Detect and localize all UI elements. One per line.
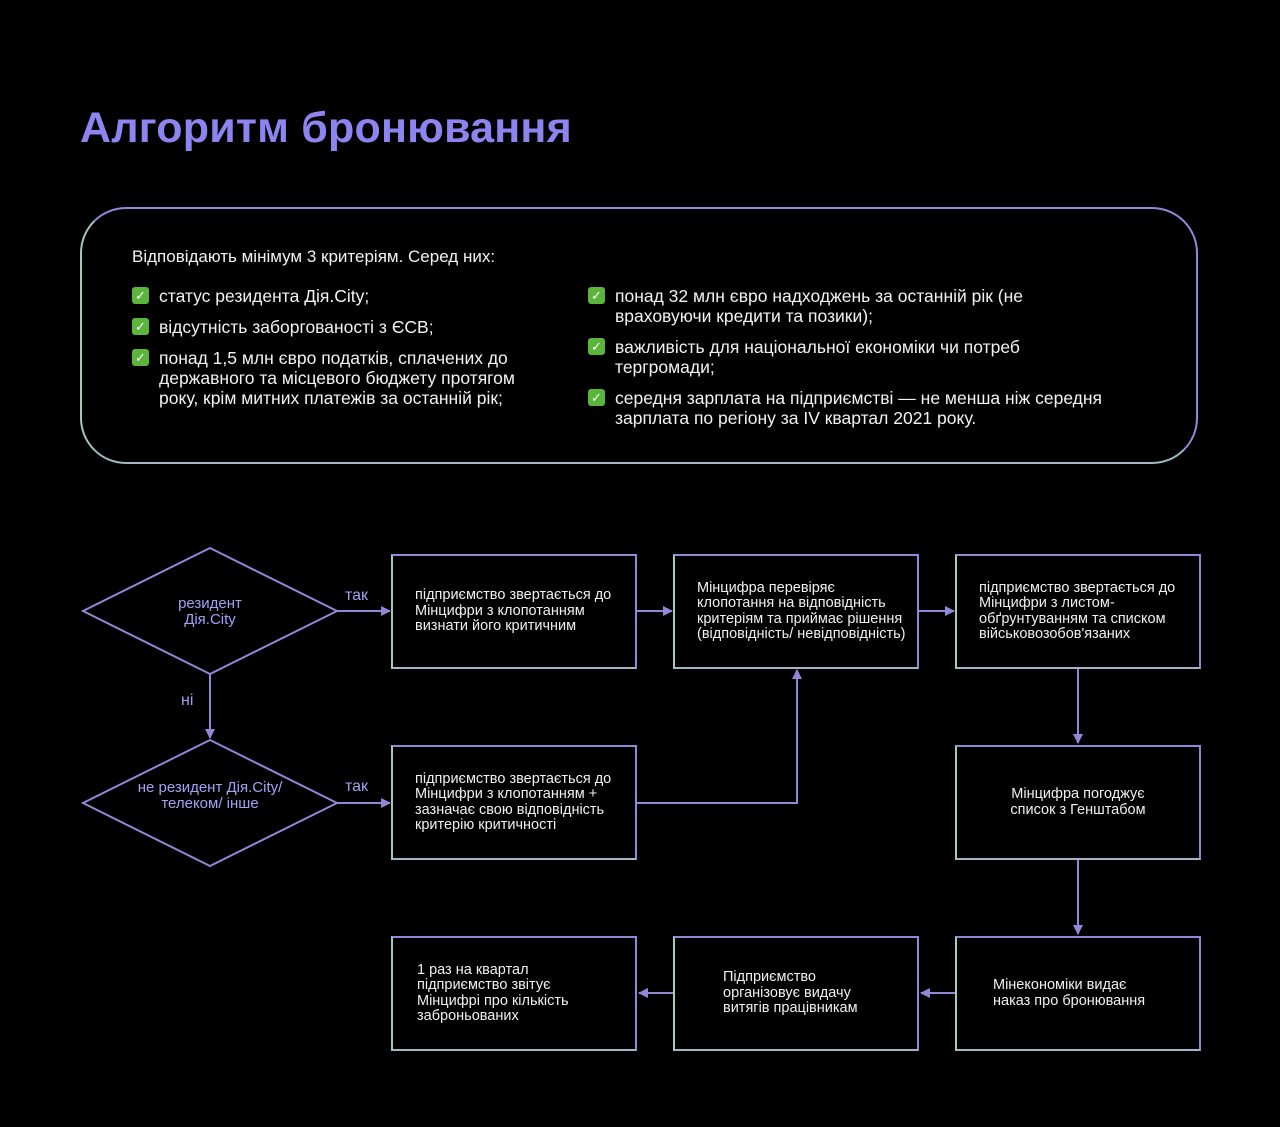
page-title: Алгоритм бронювання (80, 104, 572, 152)
step-box-general-staff: Мінцифра погоджує список з Генштабом (955, 745, 1201, 860)
criteria-column-left: ✓ статус резидента Дія.City; ✓ відсутніс… (132, 286, 562, 419)
check-mark-icon: ✓ (588, 338, 605, 355)
step-text: Мінекономіки видає наказ про бронювання (993, 977, 1146, 1009)
step-text: Мінцифра погоджує список з Генштабом (1010, 786, 1146, 818)
criteria-item-text: важливість для національної економіки чи… (615, 337, 1020, 377)
criteria-item: ✓ відсутність заборгованості з ЄСВ; (132, 317, 562, 337)
check-mark-icon: ✓ (132, 318, 149, 335)
criteria-item: ✓ важливість для національної економіки … (588, 337, 1105, 377)
arrow-box4-box2 (637, 669, 802, 804)
step-box-issue-extracts: Підприємство організовує видачу витягів … (673, 936, 919, 1051)
step-text: Підприємство організовує видачу витягів … (723, 969, 858, 1017)
check-mark-icon: ✓ (588, 389, 605, 406)
criteria-item-text: відсутність заборгованості з ЄСВ; (159, 317, 434, 337)
step-text: підприємство звертається до Мінцифри з л… (979, 579, 1176, 642)
criteria-item-text: середня зарплата на підприємстві — не ме… (615, 388, 1103, 428)
criteria-item-text: понад 1,5 млн євро податків, сплачених д… (159, 348, 515, 408)
step-box-mintsyfra-check: Мінцифра перевіряє клопотання на відпові… (673, 554, 919, 669)
criteria-item-text: понад 32 млн євро надходжень за останній… (615, 286, 1024, 326)
step-text: 1 раз на квартал підприємство звітує Мін… (417, 961, 569, 1024)
step-box-send-list: підприємство звертається до Мінцифри з л… (955, 554, 1201, 669)
criteria-item: ✓ понад 1,5 млн євро податків, сплачених… (132, 348, 549, 408)
criteria-intro: Відповідають мінімум 3 критеріям. Серед … (132, 247, 496, 266)
criteria-item: ✓ понад 32 млн євро надходжень за останн… (588, 286, 1055, 326)
diamond1-label: резидент Дія.City (178, 595, 242, 628)
criteria-item-text: статус резидента Дія.City; (159, 286, 370, 306)
criteria-item: ✓ середня зарплата на підприємстві — не … (588, 388, 1175, 428)
step-text: підприємство звертається до Мінцифри з к… (415, 770, 612, 833)
criteria-panel: Відповідають мінімум 3 критеріям. Серед … (80, 207, 1198, 464)
no-label: ні (181, 692, 194, 709)
check-mark-icon: ✓ (132, 349, 149, 366)
criteria-item: ✓ статус резидента Дія.City; (132, 286, 562, 306)
step-box-apply-critical: підприємство звертається до Мінцифри з к… (391, 554, 637, 669)
step-text: Мінцифра перевіряє клопотання на відпові… (697, 579, 906, 642)
step-text: підприємство звертається до Мінцифри з к… (415, 587, 612, 635)
check-mark-icon: ✓ (132, 287, 149, 304)
check-mark-icon: ✓ (588, 287, 605, 304)
step-box-booking-order: Мінекономіки видає наказ про бронювання (955, 936, 1201, 1051)
step-box-apply-non-resident: підприємство звертається до Мінцифри з к… (391, 745, 637, 860)
diamond2-label: не резидент Дія.City/телеком/ інше (137, 779, 283, 812)
yes-label: так (345, 778, 369, 795)
step-box-quarterly-report: 1 раз на квартал підприємство звітує Мін… (391, 936, 637, 1051)
decision-diamond-non-resident (80, 738, 340, 868)
yes-label: так (345, 587, 369, 604)
criteria-column-right: ✓ понад 32 млн євро надходжень за останн… (588, 286, 1168, 439)
